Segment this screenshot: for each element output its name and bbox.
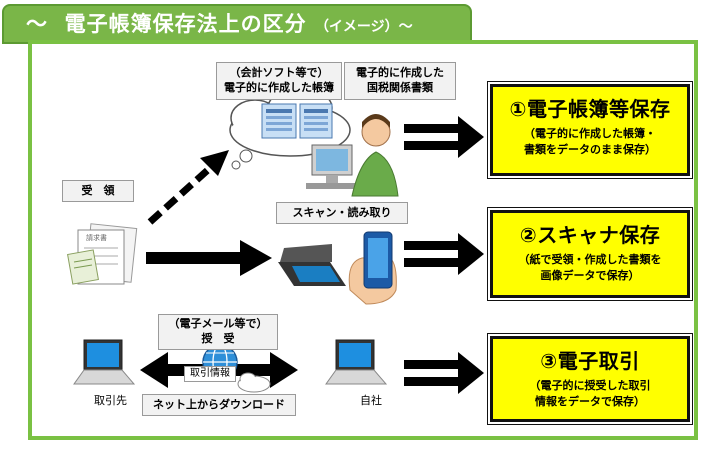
category-box-3: ③電子取引 （電子的に授受した取引 情報をデータで保存） <box>487 333 693 425</box>
title-sub: （イメージ）〜 <box>314 19 413 35</box>
person-at-computer-icon <box>306 114 399 197</box>
label-net-download: ネット上からダウンロード <box>142 394 296 416</box>
label-own-company: 自社 <box>360 394 382 407</box>
label-accounting-software: （会計ソフト等で） 電子的に作成した帳簿 <box>216 62 342 100</box>
double-arrow-row3 <box>404 352 484 394</box>
category-1-desc: （電子的に作成した帳簿・ 書類をデータのまま保存） <box>524 127 656 156</box>
label-scan-read: スキャン・読み取り <box>276 202 408 224</box>
title-tilde: 〜 <box>26 12 48 36</box>
label-receipt: 受 領 <box>62 180 134 202</box>
solid-arrow-to-scanner <box>146 240 272 276</box>
double-arrow-row2 <box>404 233 484 275</box>
ledger-screen-icon <box>261 103 333 139</box>
label-tax-documents: 電子的に作成した 国税関係書類 <box>344 62 456 100</box>
label-transaction-info: 取引情報 <box>184 366 236 382</box>
category-3-heading: ③電子取引 <box>540 349 640 373</box>
smartphone-icon <box>348 231 397 305</box>
scanner-icon <box>278 244 346 286</box>
laptop-counterparty-icon <box>73 339 136 385</box>
small-cloud-icon <box>237 372 271 393</box>
label-email-transfer: （電子メール等で） 授 受 <box>158 314 278 350</box>
diagram-title: 〜 電子帳簿保存法上の区分 （イメージ）〜 <box>2 4 472 44</box>
double-arrow-row1 <box>404 116 484 158</box>
title-main: 電子帳簿保存法上の区分 <box>64 12 307 36</box>
label-counterparty: 取引先 <box>94 394 127 407</box>
category-box-2: ②スキャナ保存 （紙で受領・作成した書類を 画像データで保存） <box>487 207 693 301</box>
category-1-heading: ①電子帳簿等保存 <box>509 97 671 121</box>
laptop-own-company-icon <box>325 339 388 385</box>
category-2-heading: ②スキャナ保存 <box>519 223 661 247</box>
category-box-1: ①電子帳簿等保存 （電子的に作成した帳簿・ 書類をデータのまま保存） <box>487 81 693 179</box>
category-3-desc: （電子的に授受した取引 情報をデータで保存） <box>529 379 651 408</box>
label-invoice: 請求書 <box>86 234 107 242</box>
paper-documents-icon <box>67 223 138 285</box>
dashed-arrow-to-row1 <box>147 150 229 225</box>
category-2-desc: （紙で受領・作成した書類を 画像データで保存） <box>518 253 662 282</box>
